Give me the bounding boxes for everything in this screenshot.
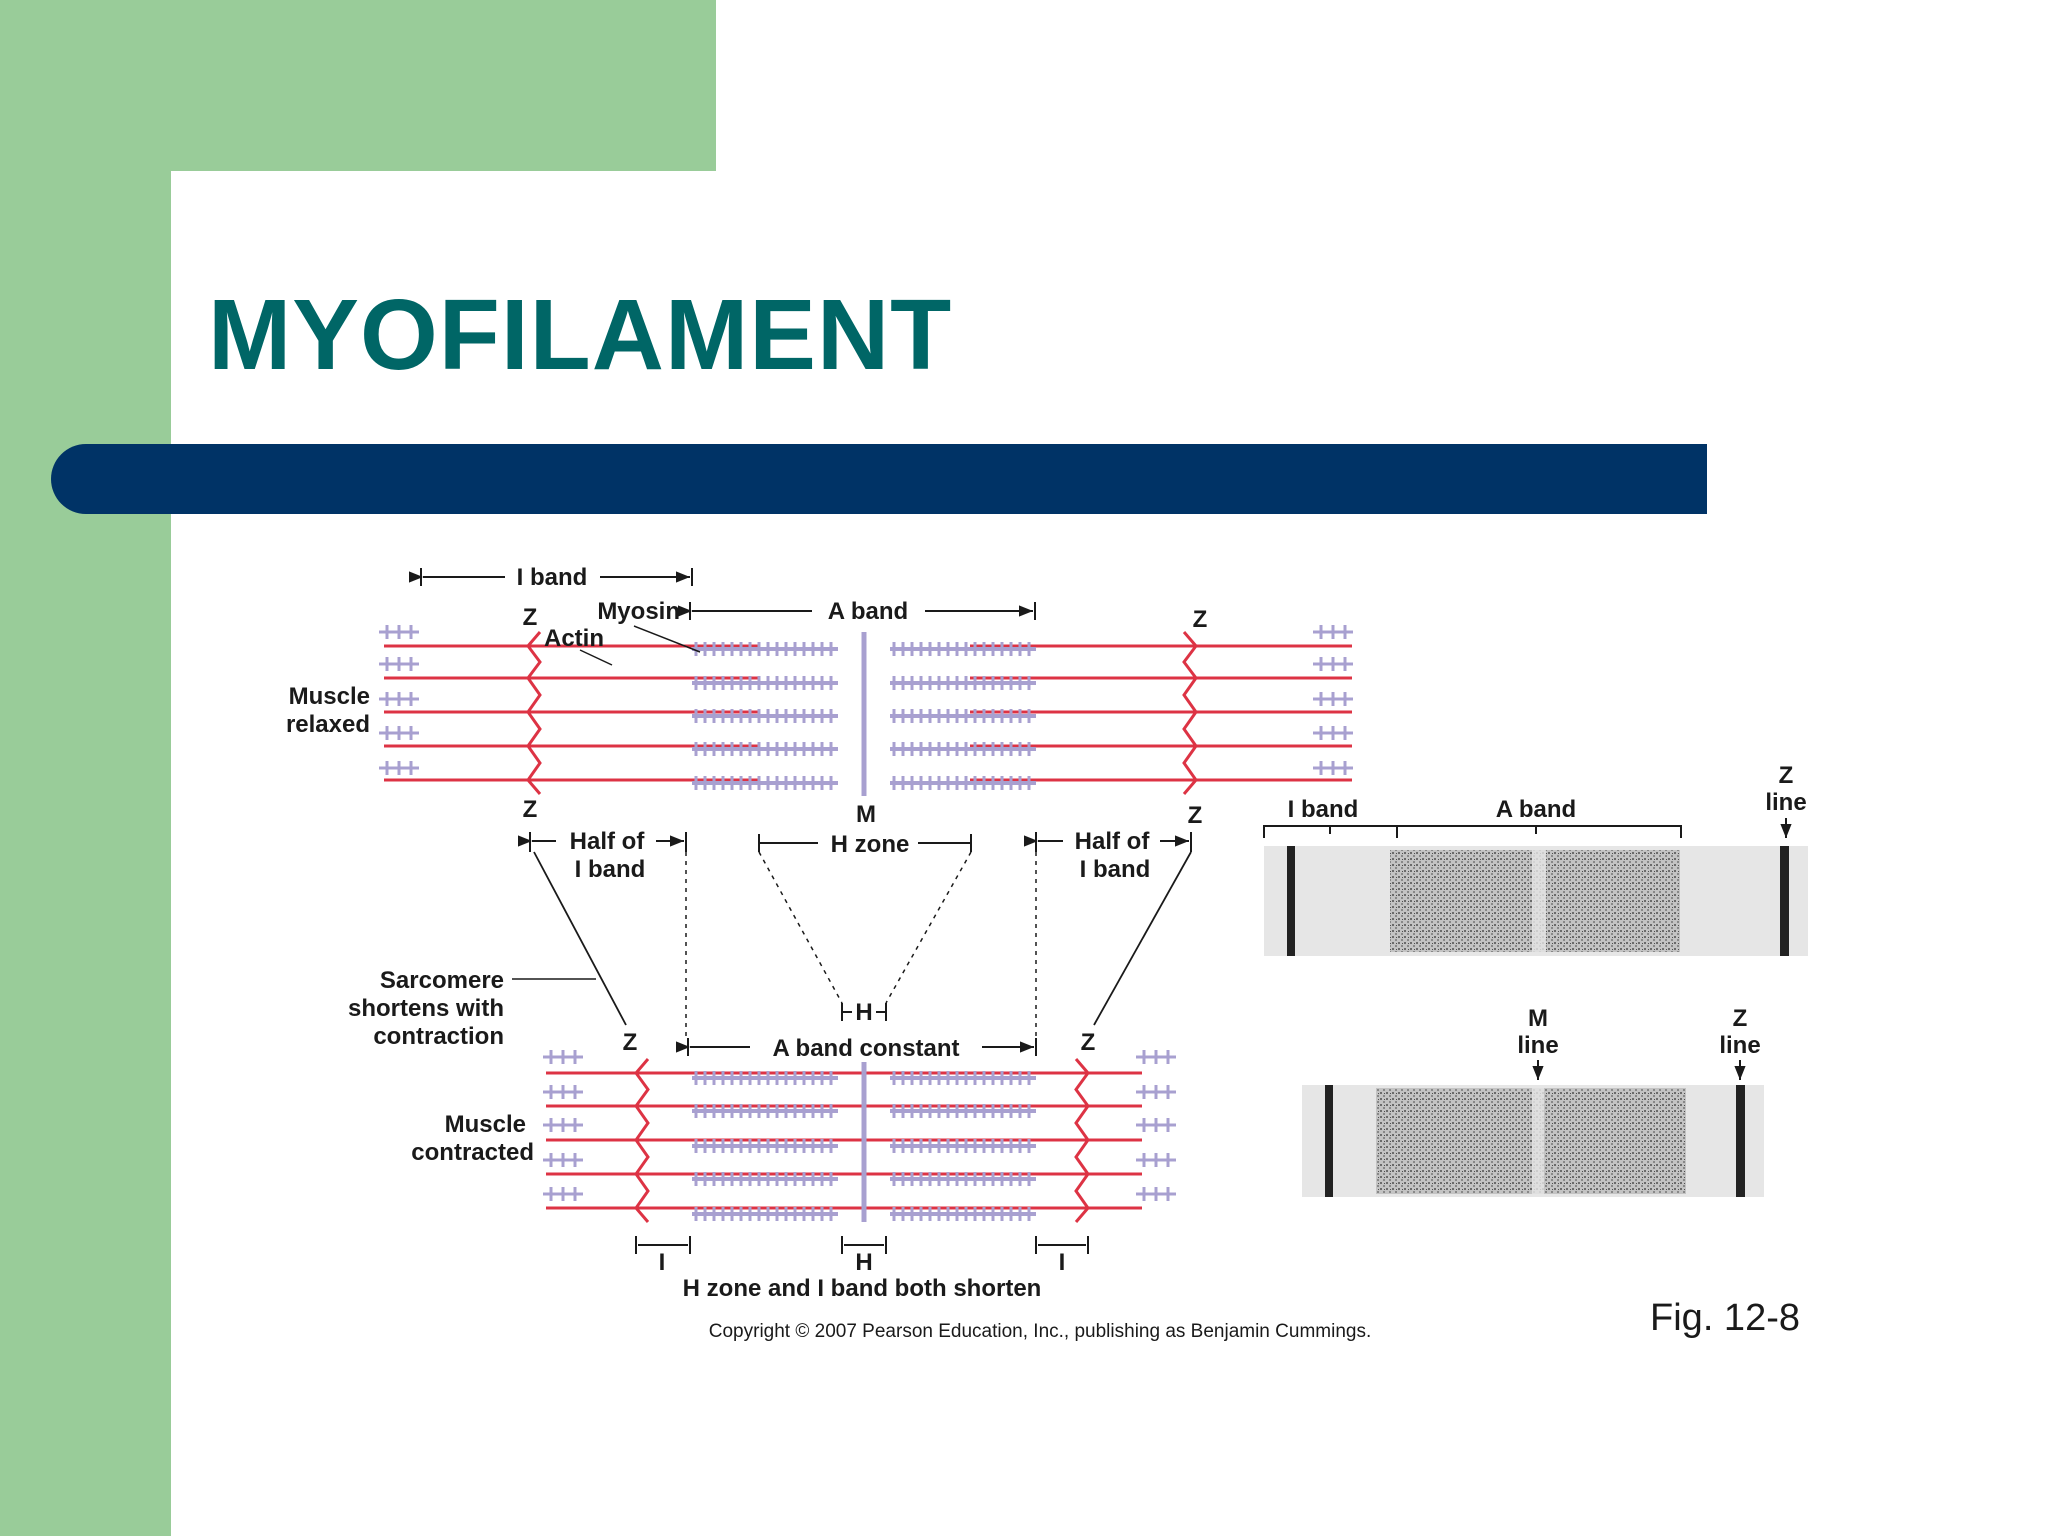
sarcomere-label-3: contraction	[373, 1023, 504, 1050]
slide-title: MYOFILAMENT	[208, 279, 953, 391]
micrograph-contracted: M line Z line	[1302, 1005, 1764, 1197]
z-line	[526, 631, 542, 795]
z-label-contracted-left: Z	[623, 1029, 638, 1056]
relaxed-sarcomere	[379, 625, 1353, 796]
z-label-top-left: Z	[523, 604, 538, 631]
sarcomere-label-2: shortens with	[348, 995, 504, 1022]
micro-m-label-2: line	[1517, 1032, 1558, 1059]
a-band-measure: A band	[678, 598, 1036, 625]
myosin-filaments-contracted	[543, 1050, 1176, 1221]
i-band-label: I band	[517, 564, 588, 591]
half-i-band-right-label-1: Half of	[1075, 828, 1151, 855]
actin-filaments-contracted	[546, 1058, 1142, 1223]
myosin-label: Myosin	[597, 598, 680, 625]
z-label-bottom-left: Z	[523, 796, 538, 823]
a-band-constant-label: A band constant	[772, 1035, 959, 1062]
h-label-bottom: H	[855, 1249, 872, 1276]
micro-m-label-1: M	[1528, 1005, 1548, 1032]
muscle-contracted-label-1: Muscle	[445, 1111, 526, 1138]
copyright-text: Copyright © 2007 Pearson Education, Inc.…	[709, 1321, 1371, 1342]
h-zone-label: H zone	[831, 831, 910, 858]
micro-bottom-z-label-2: line	[1719, 1032, 1760, 1059]
m-label: M	[856, 801, 876, 828]
micrograph-relaxed: I band A band Z line	[1263, 762, 1808, 956]
figure-number: Fig. 12-8	[1650, 1297, 1800, 1339]
muscle-contracted-label-2: contracted	[411, 1139, 534, 1166]
a-band-constant-measure: A band constant	[676, 1035, 1037, 1062]
half-i-band-left: Half of I band	[518, 828, 687, 1040]
green-sidebar-band	[0, 0, 171, 1536]
half-i-band-right-label-2: I band	[1080, 856, 1151, 883]
z-line	[634, 1058, 650, 1223]
z-line	[1074, 1058, 1090, 1223]
i-band-measure: I band	[409, 564, 693, 591]
half-i-band-left-label-2: I band	[575, 856, 646, 883]
shorten-caption: H zone and I band both shorten	[683, 1275, 1042, 1302]
myosin-filaments-relaxed	[379, 625, 1353, 790]
i-label-right: I	[1059, 1249, 1066, 1276]
z-label-bottom-right: Z	[1188, 802, 1203, 829]
z-label-top-right: Z	[1193, 606, 1208, 633]
micro-top-z-label-1: Z	[1779, 762, 1794, 789]
micro-bottom-z-label-1: Z	[1733, 1005, 1748, 1032]
micro-a-band-label: A band	[1496, 796, 1576, 823]
i-label-left: I	[659, 1249, 666, 1276]
muscle-relaxed-label-1: Muscle	[289, 683, 370, 710]
a-band-label: A band	[828, 598, 908, 625]
contracted-sarcomere	[543, 1050, 1176, 1223]
half-i-band-right: Half of I band	[1024, 828, 1192, 1040]
actin-pointer	[579, 649, 613, 666]
h-zone-measure: H zone	[758, 831, 972, 1004]
micro-top-z-label-2: line	[1765, 789, 1806, 816]
muscle-relaxed-label-2: relaxed	[286, 711, 370, 738]
half-i-band-left-label-1: Half of	[570, 828, 646, 855]
h-contracted-measure: H	[841, 999, 887, 1026]
h-label-top: H	[855, 999, 872, 1026]
bottom-measures: I H I	[635, 1236, 1089, 1276]
z-line	[1182, 631, 1198, 795]
actin-filaments-relaxed	[384, 631, 1352, 795]
myosin-pointer	[633, 625, 701, 653]
actin-label: Actin	[544, 625, 604, 652]
title-underline-bar	[51, 444, 1707, 514]
z-label-contracted-right: Z	[1081, 1029, 1096, 1056]
sarcomere-label-1: Sarcomere	[380, 967, 504, 994]
green-top-band	[0, 0, 716, 171]
micro-i-band-label: I band	[1288, 796, 1359, 823]
